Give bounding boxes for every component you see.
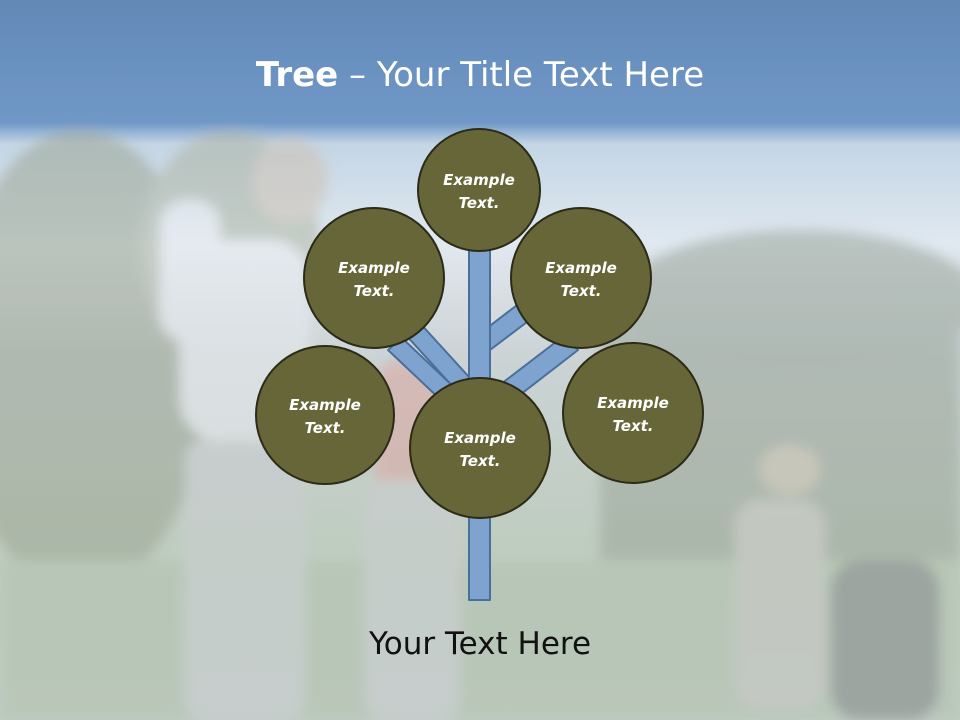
node-label-line1: Example	[289, 396, 361, 414]
tree-node: Example Text.	[409, 377, 551, 519]
title-dash: –	[349, 55, 367, 95]
tree-node: Example Text.	[255, 345, 395, 485]
node-label-line2: Text.	[353, 282, 394, 300]
node-label-line1: Example	[444, 429, 516, 447]
title-rest: Your Title Text Here	[376, 55, 705, 95]
tree-node: Example Text.	[562, 342, 704, 484]
node-label-line2: Text.	[560, 282, 601, 300]
node-label-line2: Text.	[459, 452, 500, 470]
node-label-line2: Text.	[458, 194, 499, 212]
caption-text: Your Text Here	[368, 626, 592, 662]
node-label-line1: Example	[545, 259, 617, 277]
tree-node: Example Text.	[417, 128, 541, 252]
node-label-line2: Text.	[612, 417, 653, 435]
title-bold-word: Tree	[255, 55, 339, 95]
slide-title: Tree – Your Title Text Here	[0, 50, 960, 100]
node-label-line1: Example	[597, 394, 669, 412]
node-label-line2: Text.	[304, 419, 345, 437]
node-label-line1: Example	[338, 259, 410, 277]
tree-node: Example Text.	[303, 207, 445, 349]
tree-node: Example Text.	[510, 207, 652, 349]
node-label-line1: Example	[443, 171, 515, 189]
